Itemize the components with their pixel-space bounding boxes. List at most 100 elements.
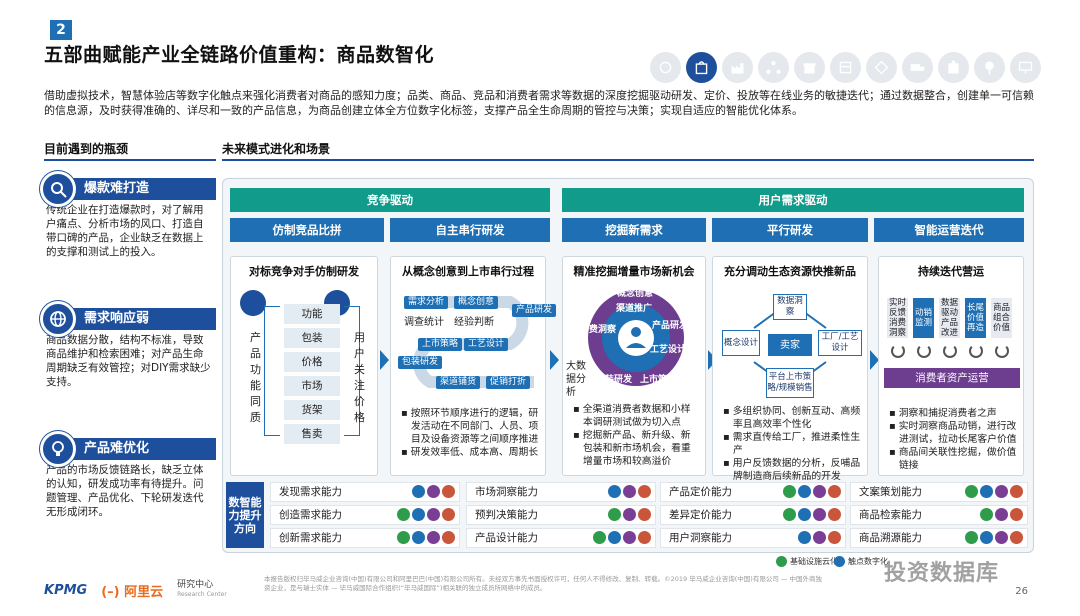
capability-dot-icon: [608, 531, 621, 544]
capability-dot-icon: [427, 508, 440, 521]
bag-icon[interactable]: [686, 52, 717, 83]
giftbox-icon[interactable]: [794, 52, 825, 83]
mini-long-tail: 长尾价值再造: [965, 298, 986, 338]
left-section-title: 目前遇到的瓶颈: [44, 142, 129, 156]
stage-new-demand: 挖掘新需求: [562, 218, 706, 242]
capability-dot-icon: [623, 508, 636, 521]
capability-dots: [783, 485, 841, 498]
mini-sales-monitor: 动销监测: [913, 298, 934, 338]
ring-label-process: 工艺设计: [650, 345, 687, 355]
capability-label: 产品设计能力: [475, 532, 538, 544]
capability-dot-icon: [638, 508, 651, 521]
capability-cell: 产品设计能力: [466, 528, 656, 548]
card-bullets: ▪ 按照环节顺序进行的逻辑，研发活动在不同部门、人员、项目及设备资源等之间顺序推…: [401, 407, 539, 459]
capability-cell: 预判决策能力: [466, 505, 656, 525]
capability-dot-icon: [427, 485, 440, 498]
capability-dots: [965, 485, 1023, 498]
ring-label-channel: 渠道推广: [616, 304, 653, 314]
copyright-footnote: 本报告版权归毕马威企业咨询(中国)有限公司和阿里巴巴(中国)有限公司所有。未经双…: [264, 575, 822, 592]
bullet: ▪ 需求直传给工厂，推进柔性生产: [723, 432, 861, 456]
card-title: 充分调动生态资源快推新品: [724, 265, 856, 278]
capability-dots: [783, 508, 841, 521]
mini-data-improve: 数据驱动产品改进: [939, 298, 960, 338]
search-gear-icon: [40, 171, 76, 207]
cycle-icon: [917, 344, 931, 358]
capability-dot-icon: [965, 531, 978, 544]
legend-dot: [776, 556, 787, 567]
chat-icon[interactable]: [866, 52, 897, 83]
capability-header: 数智能力提升方向: [226, 482, 264, 548]
cycle-icon: [969, 344, 983, 358]
footer-logos: KPMG (–) 阿里云 研究中心 Research Center: [44, 580, 227, 600]
capability-dot-icon: [397, 508, 410, 521]
capability-dot-icon: [828, 508, 841, 521]
capability-dots: [397, 531, 455, 544]
gift-icon[interactable]: [650, 52, 681, 83]
bottleneck-title: 爆款难打造: [84, 181, 150, 196]
capability-label: 差异定价能力: [669, 509, 732, 521]
aliyun-logo: (–) 阿里云: [101, 584, 164, 600]
bullet: ▪ 商品间关联性挖掘，做价值链接: [889, 447, 1017, 471]
pill-process-design: 工艺设计: [464, 338, 509, 351]
item-sales: 售卖: [284, 424, 340, 444]
capability-cell: 商品检索能力: [850, 505, 1028, 525]
page-number: 26: [1015, 586, 1028, 597]
right-section-underline: [222, 159, 1034, 161]
card-title: 持续迭代营运: [918, 265, 984, 278]
right-bracket: [344, 306, 360, 436]
watermark: 投资数据库: [884, 561, 1000, 586]
capability-dot-icon: [412, 485, 425, 498]
node-seller: 卖家: [768, 334, 812, 356]
ring-label-packaging: 包装研发: [596, 375, 633, 385]
bottleneck-text: 产品的市场反馈链路长，缺乏立体的认知，研发成功率有待提升。问题管理、产品优化、下…: [46, 464, 204, 518]
capability-dot-icon: [980, 485, 993, 498]
capability-dot-icon: [412, 508, 425, 521]
item-market: 市场: [284, 376, 340, 396]
bullet: ▪ 挖掘新产品、新升级、新包装和新市场机会，看重增量市场和较高溢价: [573, 430, 691, 467]
capability-dot-icon: [638, 485, 651, 498]
chapter-number: 2: [50, 20, 72, 40]
stage-arrow: [550, 350, 559, 370]
bullet: ▪ 实时洞察商品动销，进行改进测试，拉动长尾客户价值: [889, 421, 1017, 445]
capability-label: 商品检索能力: [859, 509, 922, 521]
node-factory: 工厂/工艺设计: [818, 330, 862, 356]
node-data-insight: 数据洞察: [773, 294, 807, 320]
capability-dot-icon: [442, 531, 455, 544]
capability-dot-icon: [813, 508, 826, 521]
capability-dot-icon: [798, 485, 811, 498]
ring-label-consumer: 消费洞察: [580, 325, 617, 335]
hospital-icon[interactable]: [938, 52, 969, 83]
capability-dot-icon: [427, 531, 440, 544]
legend-item: 触点数字化: [834, 556, 888, 567]
truck-icon[interactable]: [902, 52, 933, 83]
node-concept-design: 概念设计: [722, 330, 760, 356]
capability-dots: [608, 485, 651, 498]
capability-dot-icon: [828, 531, 841, 544]
store-icon[interactable]: [830, 52, 861, 83]
consumer-asset-ops-bar: 消费者资产运营: [884, 368, 1020, 388]
capability-dot-icon: [783, 485, 796, 498]
ecosystem-arrows: [753, 311, 827, 379]
page-description: 借助虚拟技术，智慧体验店等数字化触点来强化消费者对商品的感知力度；品类、商品、竞…: [44, 89, 1034, 117]
capability-cell: 创新需求能力: [270, 528, 460, 548]
capability-cell: 市场洞察能力: [466, 482, 656, 502]
capability-dot-icon: [980, 531, 993, 544]
capability-label: 发现需求能力: [279, 486, 342, 498]
card-bullets: ▪ 多组织协同、创新互动、高频率且高效率个性化 ▪ 需求直传给工厂，推进柔性生产…: [723, 405, 861, 483]
monitor-icon[interactable]: [1010, 52, 1041, 83]
capability-dot-icon: [623, 485, 636, 498]
card-title: 精准挖掘增量市场新机会: [573, 265, 695, 278]
tree-icon[interactable]: [974, 52, 1005, 83]
cycle-icon: [995, 344, 1009, 358]
insight-ring: [588, 290, 684, 386]
network-icon[interactable]: [758, 52, 789, 83]
capability-dots: [798, 531, 841, 544]
aliyun-research-label: 研究中心 Research Center: [177, 580, 227, 598]
bottleneck-product-optimize: 产品难优化 产品的市场反馈链路长，缺乏立体的认知，研发成功率有待提升。问题管理、…: [40, 431, 216, 519]
capability-label: 商品溯源能力: [859, 532, 922, 544]
legend-dot: [834, 556, 845, 567]
capability-label: 文案策划能力: [859, 486, 922, 498]
stage-parallel-rd: 平行研发: [712, 218, 868, 242]
factory-icon[interactable]: [722, 52, 753, 83]
capability-dot-icon: [1010, 531, 1023, 544]
